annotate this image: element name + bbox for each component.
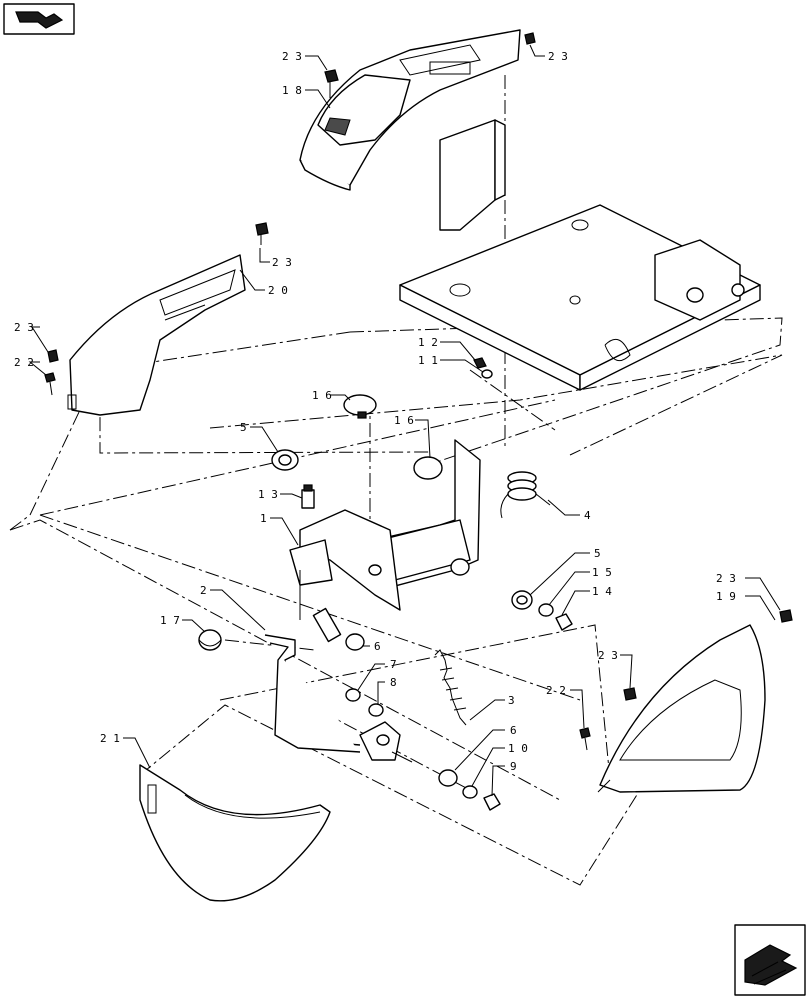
callout-5: 5 (240, 421, 247, 434)
bolt-23-left-cover (255, 222, 269, 245)
callout-23: 2 3 (282, 50, 302, 63)
callout-labels: 2 3 2 3 1 8 2 3 2 0 2 3 2 2 1 2 1 1 1 6 … (14, 50, 736, 773)
callout-2: 2 (200, 584, 207, 597)
callout-10: 1 0 (508, 742, 528, 755)
clip-16-upper (343, 394, 377, 419)
screw-22-right (579, 727, 591, 751)
tension-spring-3 (434, 649, 467, 726)
left-upper-cover-part (67, 254, 246, 416)
cap-17 (198, 629, 222, 651)
callout-6: 6 (510, 724, 517, 737)
lower-left-cover-part (139, 764, 331, 902)
callout-3: 3 (508, 694, 515, 707)
callout-6: 6 (374, 640, 381, 653)
callout-23: 2 3 (716, 572, 736, 585)
callout-8: 8 (390, 676, 397, 689)
callout-11: 1 1 (418, 354, 438, 367)
callout-16: 1 6 (312, 389, 332, 402)
spacer-8 (368, 703, 384, 717)
page-back-icon[interactable] (3, 3, 75, 35)
nut-9 (483, 793, 501, 811)
bolt-23-top-right (524, 32, 536, 45)
nut-14 (555, 613, 573, 631)
clip-16-right (413, 456, 443, 480)
callout-14: 1 4 (592, 585, 612, 598)
callout-23: 2 3 (598, 649, 618, 662)
page-forward-icon[interactable] (734, 924, 806, 996)
callout-20: 2 0 (268, 284, 288, 297)
bolt-23-left (47, 349, 59, 363)
linkage-rod-2 (264, 634, 413, 763)
bolt-23-right (623, 687, 637, 701)
callout-4: 4 (584, 509, 591, 522)
callout-21: 2 1 (100, 732, 120, 745)
washer-15 (538, 603, 554, 617)
callout-9: 9 (510, 760, 517, 773)
callout-15: 1 5 (592, 566, 612, 579)
callout-5: 5 (594, 547, 601, 560)
upper-console-part (299, 29, 521, 191)
screw-22-left (44, 372, 56, 396)
bolt-23-top (324, 69, 339, 98)
callout-17: 1 7 (160, 614, 180, 627)
callout-23: 2 3 (272, 256, 292, 269)
callout-12: 1 2 (418, 336, 438, 349)
mounting-frame-part (399, 119, 761, 391)
spacer-7 (345, 688, 361, 702)
callout-23: 2 3 (548, 50, 568, 63)
callout-22: 2 2 (546, 684, 566, 697)
bolt-19 (779, 609, 793, 623)
callout-19: 1 9 (716, 590, 736, 603)
leader-lines (28, 44, 781, 797)
callout-22: 2 2 (14, 356, 34, 369)
callout-13: 1 3 (258, 488, 278, 501)
bushing-6-lower (438, 769, 458, 787)
washer-10 (462, 785, 478, 799)
torsion-spring-4 (500, 471, 551, 519)
callout-23: 2 3 (14, 321, 34, 334)
callout-1: 1 (260, 512, 267, 525)
switch-13 (301, 484, 315, 509)
bushing-5-left (271, 449, 299, 471)
bushing-6-upper (345, 633, 365, 651)
washer-11 (481, 369, 493, 379)
callout-7: 7 (390, 658, 397, 671)
callout-18: 1 8 (282, 84, 302, 97)
nut-12 (473, 357, 487, 369)
callout-16: 1 6 (394, 414, 414, 427)
pedal-bracket-1 (289, 439, 481, 620)
bushing-5-right (511, 590, 533, 610)
pivot-pin (312, 607, 342, 643)
right-cover-part (597, 624, 766, 793)
